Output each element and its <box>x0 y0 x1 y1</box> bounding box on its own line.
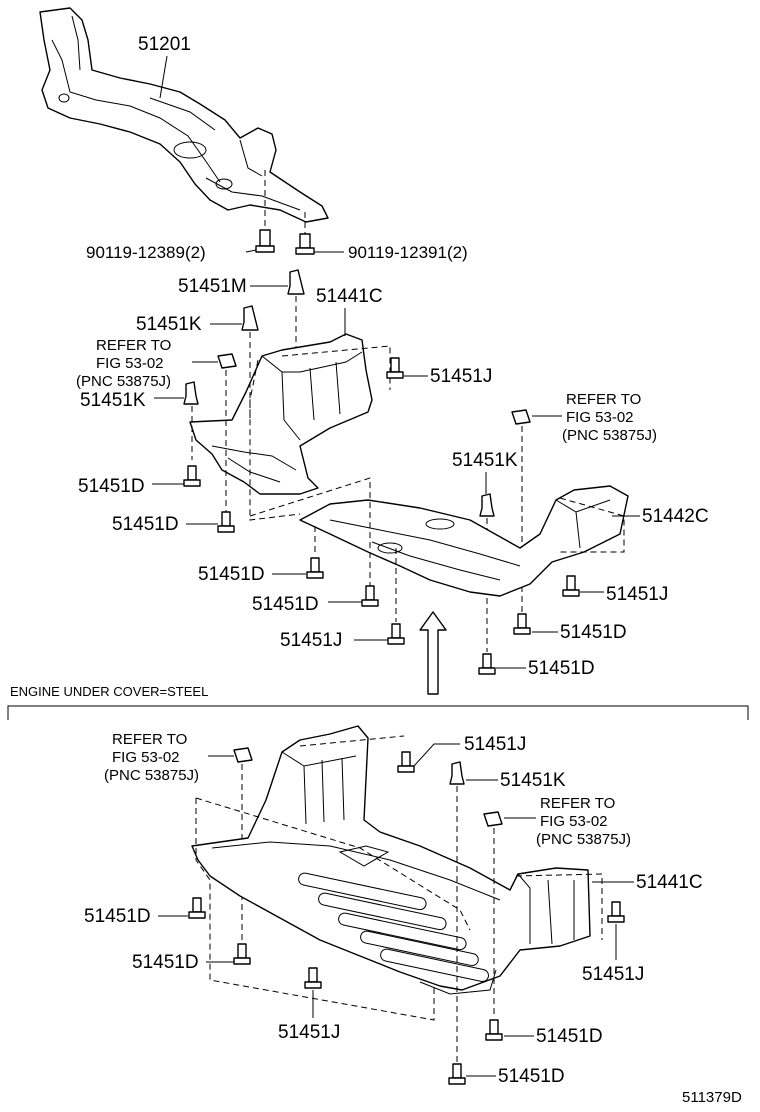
bolt-icon <box>217 511 235 533</box>
bolt-icon <box>607 901 625 923</box>
callout-51451K-left: 51451K <box>80 390 146 411</box>
clip-icon <box>183 381 199 405</box>
callout-51201: 51201 <box>138 34 191 55</box>
callout-51451D-steel-4: 51451D <box>498 1066 565 1087</box>
callout-51451D-steel-3: 51451D <box>536 1026 603 1047</box>
bolt-icon <box>304 967 322 989</box>
bolt-icon <box>188 897 206 919</box>
refer-note-1-line2: FIG 53-02 <box>96 355 164 372</box>
callout-51451J-steel-right: 51451J <box>582 964 644 985</box>
refer-note-4-line2: FIG 53-02 <box>540 813 608 830</box>
refer-note-2-line1: REFER TO <box>566 391 641 408</box>
bolt-icon <box>233 943 251 965</box>
callout-51451J-mid-lower: 51451J <box>280 630 342 651</box>
callout-51451J-mid-upper: 51451J <box>430 366 492 387</box>
callout-51451J-steel-bottom: 51451J <box>278 1022 340 1043</box>
refer-note-3-line2: FIG 53-02 <box>112 749 180 766</box>
callout-51451K-steel: 51451K <box>500 770 566 791</box>
bolt-icon <box>387 623 405 645</box>
bolt-icon <box>478 653 496 675</box>
callout-90119-12389: 90119-12389(2) <box>86 243 206 262</box>
clip-icon <box>449 761 465 785</box>
arrow-up-icon <box>419 611 447 695</box>
bolt-icon <box>386 357 404 379</box>
bolt-icon <box>255 229 275 253</box>
nut-icon <box>233 747 253 763</box>
clip-icon <box>479 493 495 517</box>
callout-51451D-mid-2: 51451D <box>252 594 319 615</box>
refer-note-2-line3: (PNC 53875J) <box>562 427 657 444</box>
callout-90119-12391: 90119-12391(2) <box>348 243 468 262</box>
section-bracket <box>7 705 749 720</box>
refer-note-2-line2: FIG 53-02 <box>566 409 634 426</box>
callout-51451D-left-1: 51451D <box>78 476 145 497</box>
bolt-icon <box>295 233 315 255</box>
crossmember-51201 <box>39 7 329 223</box>
bolt-icon <box>306 557 324 579</box>
callout-51451J-right: 51451J <box>606 584 668 605</box>
bolt-icon <box>183 465 201 487</box>
refer-note-3-line1: REFER TO <box>112 731 187 748</box>
refer-note-4-line3: (PNC 53875J) <box>536 831 631 848</box>
nut-icon <box>483 811 503 827</box>
under-cover-51441C-steel <box>191 725 591 995</box>
callout-51451M: 51451M <box>178 276 247 297</box>
callout-51451D-mid-3: 51451D <box>560 622 627 643</box>
bolt-icon <box>361 585 379 607</box>
bolt-icon <box>562 575 580 597</box>
callout-51451D-mid-4: 51451D <box>528 658 595 679</box>
refer-note-1-line1: REFER TO <box>96 337 171 354</box>
under-cover-51442C <box>299 485 629 597</box>
bolt-icon <box>397 751 415 773</box>
refer-note-1-line3: (PNC 53875J) <box>76 373 171 390</box>
nut-icon <box>511 409 531 425</box>
figure-id: 511379D <box>682 1089 742 1106</box>
callout-51451D-steel-2: 51451D <box>132 952 199 973</box>
callout-51451K-upper: 51451K <box>136 314 202 335</box>
callout-51441C: 51441C <box>316 286 383 307</box>
under-cover-51441C <box>189 333 373 495</box>
clip-icon <box>287 269 305 295</box>
refer-note-3-line3: (PNC 53875J) <box>104 767 199 784</box>
callout-51451K-mid: 51451K <box>452 450 518 471</box>
callout-51451D-steel-1: 51451D <box>84 906 151 927</box>
nut-icon <box>217 353 237 369</box>
bolt-icon <box>485 1019 503 1041</box>
bolt-icon <box>513 613 531 635</box>
callout-51442C: 51442C <box>642 506 709 527</box>
clip-icon <box>241 305 259 331</box>
callout-51441C-steel: 51441C <box>636 872 703 893</box>
section-label: ENGINE UNDER COVER=STEEL <box>10 684 208 699</box>
callout-51451D-left-2: 51451D <box>112 514 179 535</box>
bolt-icon <box>448 1063 466 1085</box>
callout-51451J-steel-top: 51451J <box>464 734 526 755</box>
callout-51451D-mid-1: 51451D <box>198 564 265 585</box>
refer-note-4-line1: REFER TO <box>540 795 615 812</box>
